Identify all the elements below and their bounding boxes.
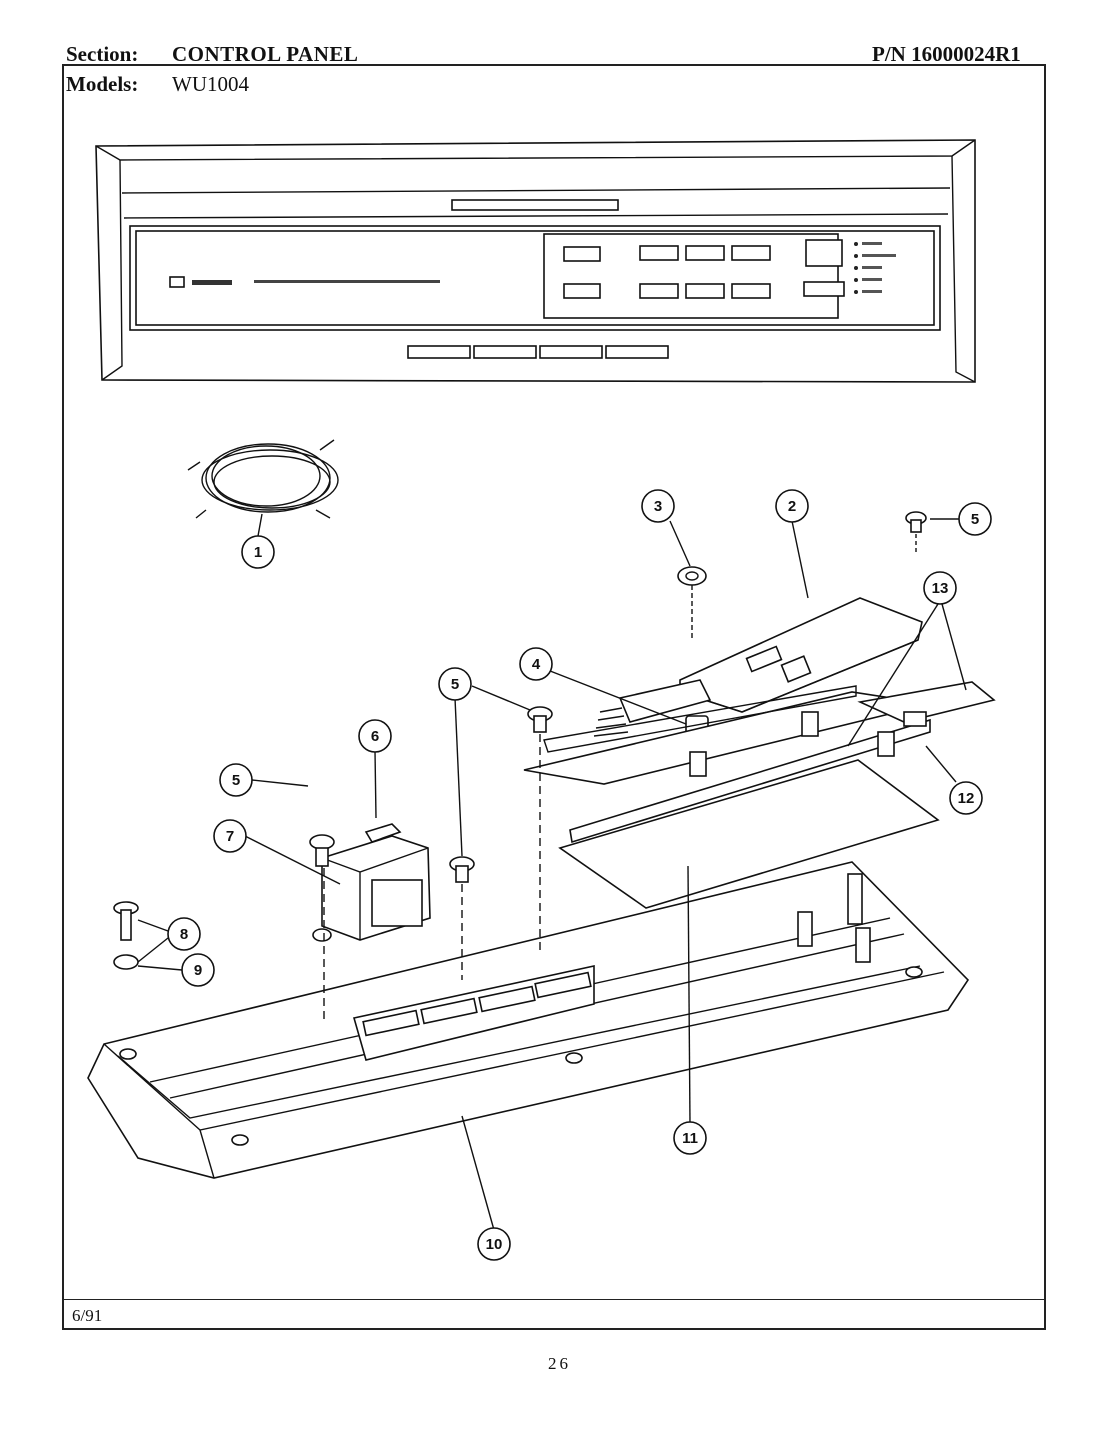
svg-text:5: 5 (232, 772, 240, 789)
footer-divider (62, 1299, 1046, 1300)
callout-5-center: 5 (438, 667, 472, 701)
part-number: P/N 16000024R1 (872, 42, 1021, 66)
section-value: CONTROL PANEL (172, 42, 359, 66)
trim-strip (857, 681, 996, 727)
section-label: Section: (66, 42, 139, 66)
screws (309, 511, 927, 883)
svg-text:13: 13 (932, 580, 949, 597)
models-value: WU1004 (172, 72, 249, 96)
callout-13: 13 (923, 571, 957, 605)
small-screw-and-cap (113, 901, 139, 970)
wire-harness (187, 439, 339, 519)
svg-text:8: 8 (180, 926, 188, 943)
callout-3: 3 (641, 489, 675, 523)
callout-7: 7 (213, 819, 247, 853)
callout-2: 2 (775, 489, 809, 523)
svg-text:5: 5 (451, 676, 459, 693)
callout-8: 8 (167, 917, 201, 951)
svg-text:12: 12 (958, 790, 975, 807)
svg-text:7: 7 (226, 828, 234, 845)
console-tray (87, 861, 970, 1179)
ribbon-connector (593, 679, 712, 737)
callout-12: 12 (949, 781, 983, 815)
svg-text:10: 10 (486, 1236, 503, 1253)
leader-lines (137, 513, 967, 1231)
svg-text:3: 3 (654, 498, 662, 515)
page-number: 26 (548, 1354, 571, 1373)
alignment-lines (323, 534, 917, 1022)
svg-text:2: 2 (788, 498, 796, 515)
callout-5-left: 5 (219, 763, 253, 797)
control-panel-assembly (95, 139, 976, 383)
lens-gasket (558, 759, 940, 909)
svg-text:4: 4 (532, 656, 541, 673)
svg-text:5: 5 (971, 511, 979, 528)
svg-text:11: 11 (682, 1130, 698, 1147)
callout-11: 11 (673, 1121, 707, 1155)
svg-text:1: 1 (254, 544, 262, 561)
transformer (312, 823, 431, 942)
callout-10: 10 (477, 1227, 511, 1261)
svg-text:6: 6 (371, 728, 379, 745)
display-bracket (523, 685, 931, 844)
diagram-frame (62, 64, 1046, 1330)
callout-1: 1 (241, 535, 275, 569)
callout-4: 4 (519, 647, 553, 681)
callout-5-upper: 5 (958, 502, 992, 536)
grommet (677, 566, 707, 640)
svg-text:9: 9 (194, 962, 202, 979)
models-label: Models: (66, 72, 139, 96)
callout-9: 9 (181, 953, 215, 987)
footer-date: 6/91 (72, 1306, 103, 1325)
callout-6: 6 (358, 719, 392, 753)
